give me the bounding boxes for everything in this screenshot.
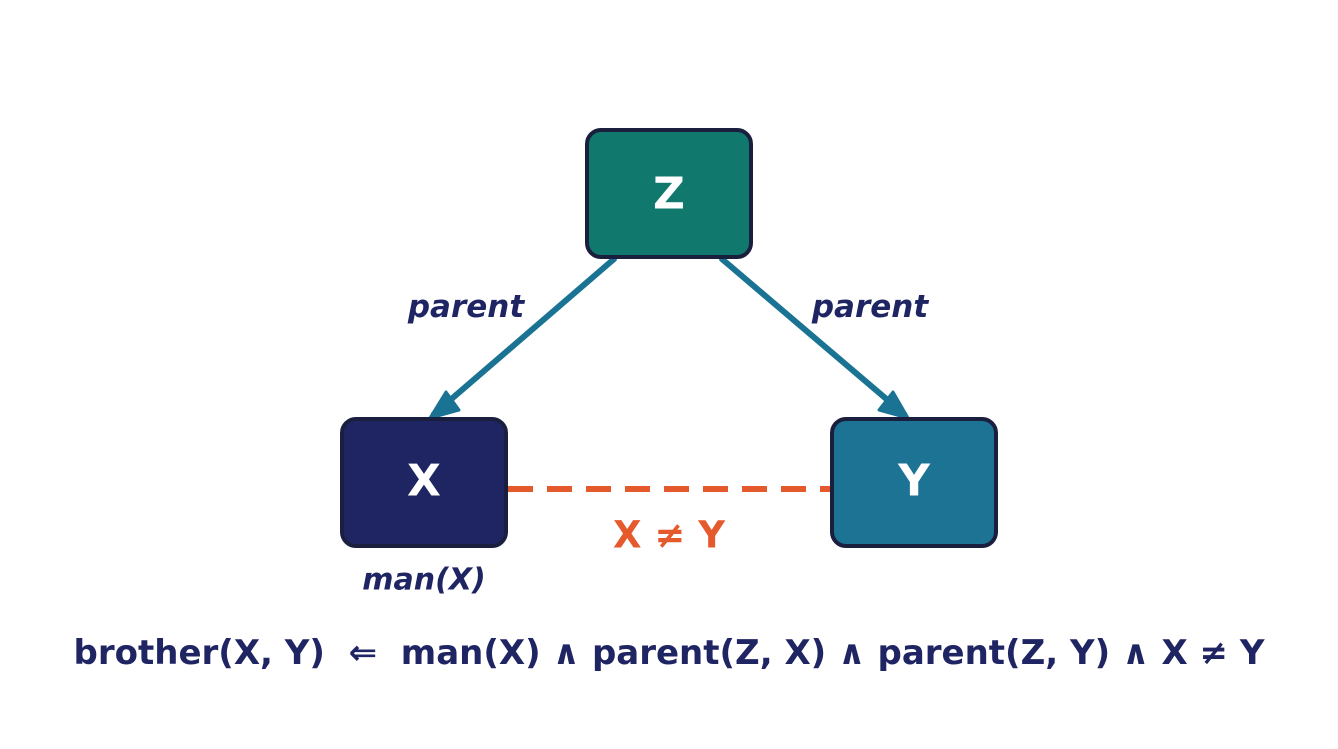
node-y: Y [830, 417, 998, 548]
node-x-box [340, 417, 508, 548]
man-x-annotation: man(X) [362, 563, 485, 598]
node-y-label: Y [897, 456, 931, 507]
node-x-label: X [407, 456, 441, 507]
node-x: X [340, 417, 508, 548]
node-z-box [585, 128, 753, 259]
not-equal-constraint-label: X ≠ Y [613, 514, 726, 557]
node-z-label: Z [653, 169, 685, 220]
rule-formula: brother(X, Y) ⇐ man(X) ∧ parent(Z, X) ∧ … [74, 633, 1265, 673]
edge-z-to-x [428, 256, 617, 420]
edge-z-to-y-label: parent [811, 289, 929, 325]
node-y-box [830, 417, 998, 548]
edge-z-to-y [719, 256, 910, 420]
node-z: Z [585, 128, 753, 259]
edge-z-to-x-label: parent [407, 289, 525, 325]
